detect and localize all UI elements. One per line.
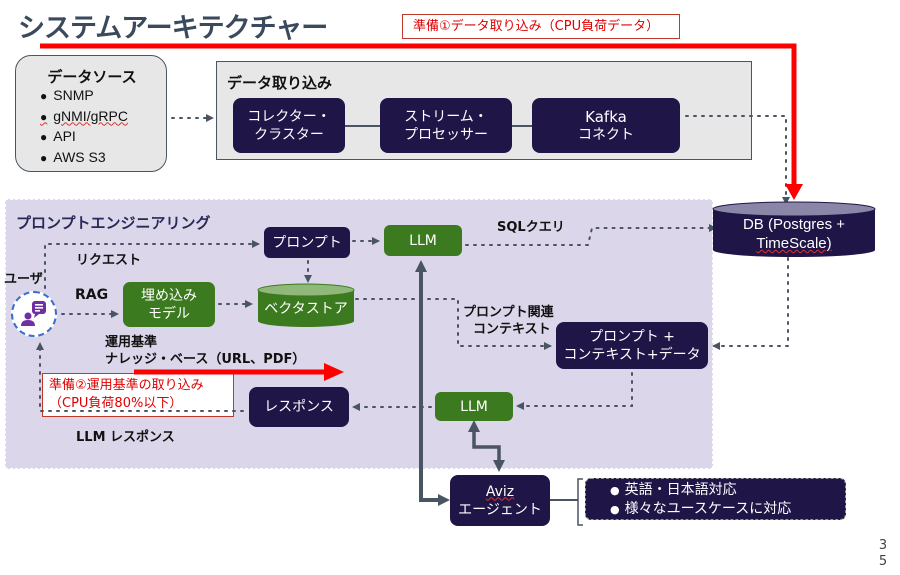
data-source-item: gNMI/gRPC (40, 107, 128, 128)
data-source-item: SNMP (40, 86, 128, 107)
feature-item: 様々なユースケースに対応 (610, 500, 845, 519)
embedding-model-node[interactable]: 埋め込み モデル (123, 282, 215, 327)
db-label-line1: DB (Postgres + (742, 216, 846, 233)
node-label: プロンプト + (589, 328, 675, 345)
llm-top-node[interactable]: LLM (384, 225, 462, 256)
node-label: Kafka (585, 107, 627, 126)
request-label: リクエスト (76, 253, 142, 268)
node-label: 埋め込み (141, 287, 197, 304)
page-number-digit: 5 (878, 554, 888, 569)
llm-bottom-node[interactable]: LLM (435, 392, 513, 421)
prompt-node[interactable]: プロンプト (264, 227, 350, 258)
user-avatar[interactable] (11, 291, 57, 337)
data-source-title: データソース (47, 68, 137, 86)
prompt-engineering-title: プロンプトエンジニアリング (16, 214, 211, 232)
prompt-context-data-node[interactable]: プロンプト + コンテキスト+データ (556, 322, 708, 369)
node-label: レスポンス (264, 399, 334, 415)
kafka-connect-node[interactable]: Kafka コネクト (532, 98, 680, 153)
prep1-note: 準備①データ取り込み（CPU負荷データ） (402, 14, 680, 39)
response-node[interactable]: レスポンス (249, 387, 349, 427)
node-label: プロンプト (272, 234, 342, 251)
page-number-digit: 3 (878, 538, 888, 553)
node-label: コネクト (578, 126, 634, 143)
page-title: システムアーキテクチャー (18, 13, 328, 44)
prep2-note-line2: （CPU負荷80%以下） (49, 396, 183, 411)
node-label: ストリーム・ (404, 108, 488, 125)
db-label-line2: TimeScale) (756, 235, 832, 252)
vector-store-label: ベクタストア (264, 301, 348, 317)
data-ingest-title: データ取り込み (227, 74, 333, 92)
db-to-context-connector (712, 257, 789, 350)
node-label: コンテキスト+データ (563, 346, 701, 363)
user-chat-icon (21, 301, 46, 326)
data-source-item: API (40, 127, 128, 148)
sql-query-label: SQLクエリ (497, 220, 565, 235)
agent-features-box: 英語・日本語対応 様々なユースケースに対応 (585, 478, 846, 520)
stream-processor-node[interactable]: ストリーム・ プロセッサー (380, 98, 512, 153)
node-label: Aviz (485, 483, 515, 500)
llm-response-label: LLM レスポンス (76, 430, 175, 445)
collector-cluster-node[interactable]: コレクター・ クラスター (233, 98, 345, 153)
prep2-note: 準備②運用基準の取り込み （CPU負荷80%以下） (42, 373, 234, 417)
aviz-agent-node[interactable]: Aviz エージェント (450, 475, 550, 526)
feature-item: 英語・日本語対応 (610, 481, 845, 500)
prep2-note-line1: 準備②運用基準の取り込み (49, 378, 204, 393)
prompt-context-label-2: コンテキスト (473, 322, 551, 337)
node-label: LLM (409, 232, 437, 249)
node-label: LLM (460, 398, 488, 415)
db-node[interactable]: DB (Postgres + TimeScale) (713, 215, 875, 253)
node-label: プロセッサー (404, 126, 488, 143)
node-label: モデル (148, 305, 190, 322)
rag-label: RAG (75, 287, 109, 303)
node-label: エージェント (458, 501, 542, 518)
user-label: ユーザ (4, 272, 43, 287)
page-number: 3 5 (876, 538, 890, 570)
features-bracket (577, 478, 583, 526)
node-label: コレクター・ (247, 108, 331, 125)
prep1-red-arrowhead (785, 184, 803, 200)
data-source-item: AWS S3 (40, 148, 128, 169)
data-source-list: SNMP gNMI/gRPC API AWS S3 (40, 86, 128, 168)
data-source-box: データソース SNMP gNMI/gRPC API AWS S3 (15, 55, 167, 172)
knowledge-base-label: ナレッジ・ベース（URL、PDF） (105, 352, 306, 367)
node-label: クラスター (254, 126, 324, 143)
